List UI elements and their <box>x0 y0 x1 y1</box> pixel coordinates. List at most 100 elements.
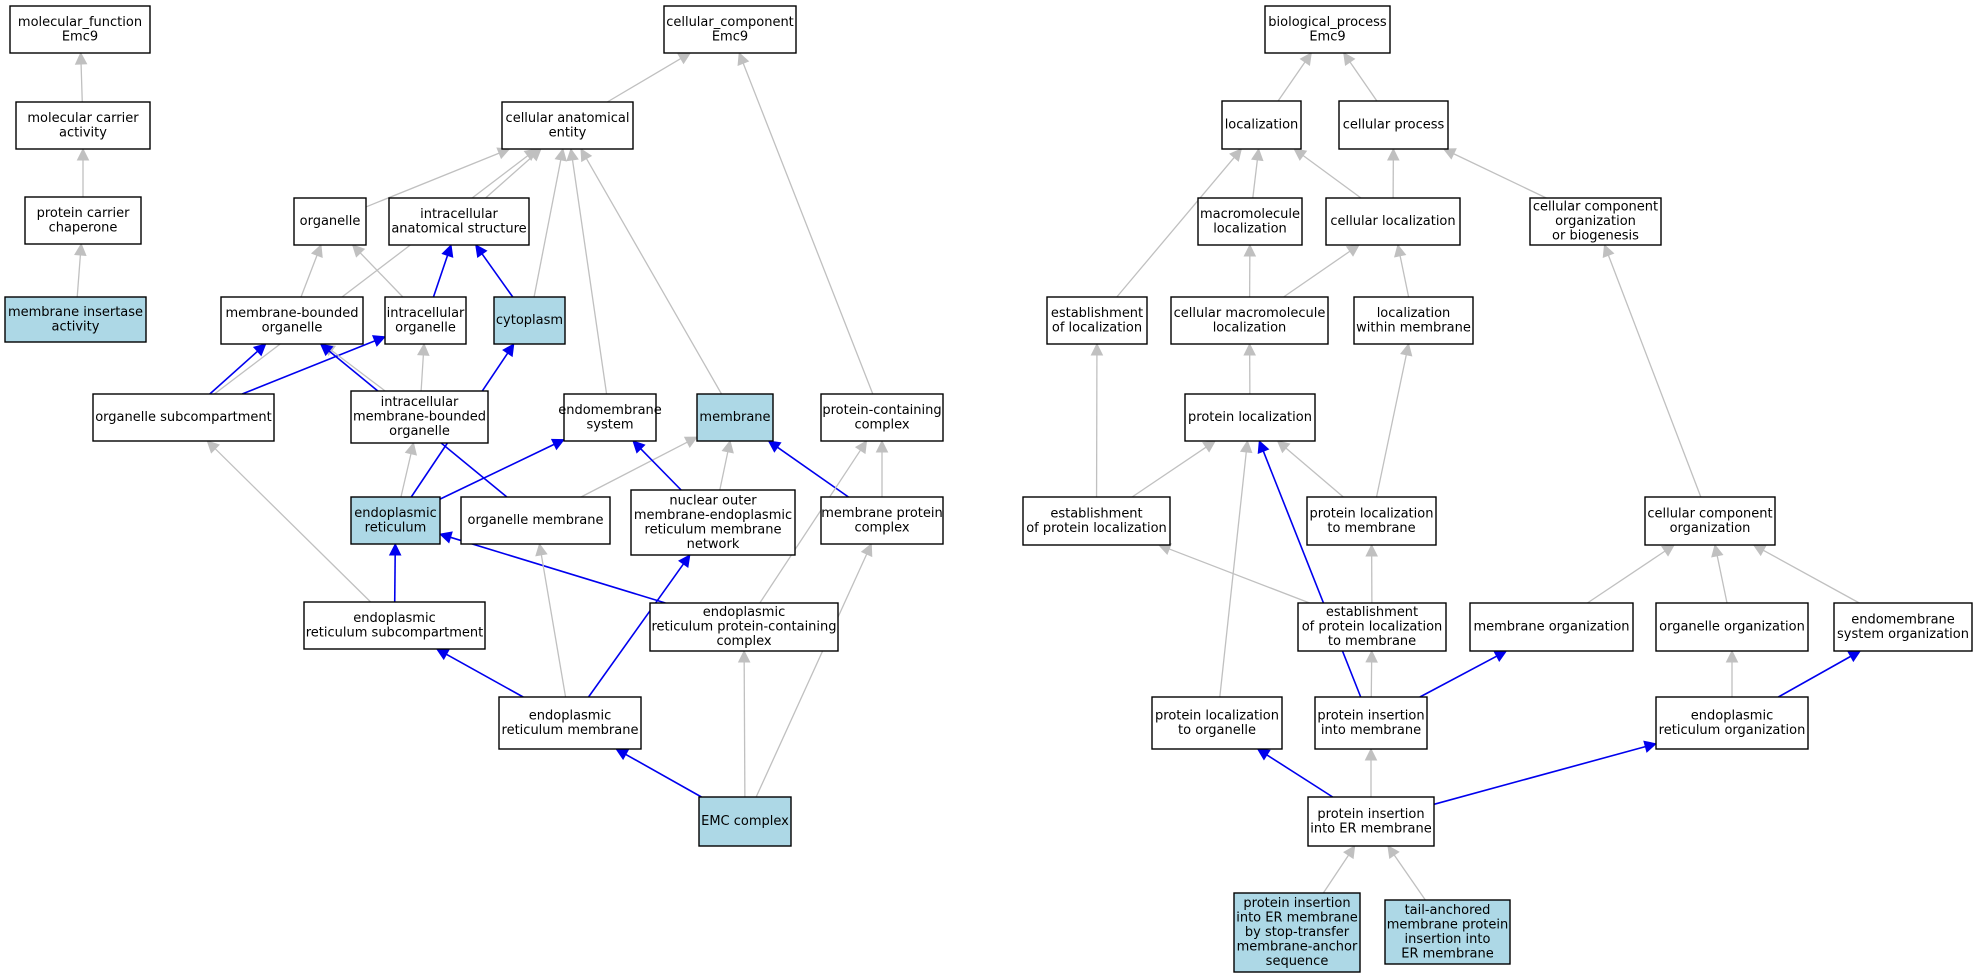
is-a-edge <box>759 440 868 604</box>
arrowhead-icon <box>737 649 751 663</box>
term-label-line: activity <box>59 125 107 140</box>
is-a-edge <box>1365 649 1378 698</box>
edge-line <box>80 63 83 103</box>
is-a-edge <box>1293 148 1362 199</box>
part-of-edge <box>1433 740 1658 806</box>
edge-line <box>625 753 702 798</box>
edge-line <box>1277 61 1306 102</box>
edge-line <box>719 451 729 491</box>
term-label-line: complex <box>854 520 909 535</box>
term-label-line: EMC complex <box>701 814 789 829</box>
term-box <box>498 696 642 750</box>
term-label-line: membrane protein <box>821 506 942 521</box>
edge-line <box>1285 447 1344 498</box>
highlighted-term-box <box>4 296 147 343</box>
go-term-node[interactable]: protein localization <box>1184 393 1316 442</box>
is-a-edge <box>566 147 608 395</box>
term-box <box>1221 100 1302 150</box>
edge-line <box>76 254 82 298</box>
term-label-line: reticulum organization <box>1659 723 1806 738</box>
go-term-node[interactable]: nuclear outermembrane-endoplasmicreticul… <box>630 489 796 556</box>
term-label-line: within membrane <box>1356 320 1471 335</box>
go-term-node[interactable]: localization <box>1221 100 1302 150</box>
arrowhead-icon <box>875 439 889 453</box>
arrowhead-icon <box>554 147 567 162</box>
term-label-line: organization <box>1670 521 1751 536</box>
go-term-node[interactable]: membrane organization <box>1469 602 1634 652</box>
arrowhead-icon <box>475 244 488 259</box>
is-a-edge <box>1131 440 1217 498</box>
term-label-line: establishment <box>1051 306 1143 321</box>
term-label-line: entity <box>549 125 587 140</box>
highlighted-term-box <box>1233 892 1361 973</box>
term-box <box>1469 602 1634 652</box>
term-box <box>1353 296 1474 345</box>
go-term-node[interactable]: cellular process <box>1338 100 1449 150</box>
term-label-line: membrane <box>699 410 770 425</box>
term-label-line: establishment <box>1326 605 1418 620</box>
edge-line <box>1433 745 1646 806</box>
go-term-node[interactable]: organelle <box>293 197 367 246</box>
edge-line <box>1266 754 1334 798</box>
arrowhead-icon <box>1365 543 1378 557</box>
arrowhead-icon <box>1365 649 1378 663</box>
term-label-line: complex <box>716 634 771 649</box>
edge-line <box>540 554 567 698</box>
term-box <box>820 496 944 545</box>
term-label-line: localization <box>1377 306 1451 321</box>
arrowhead-icon <box>1256 748 1271 761</box>
is-a-edge <box>1343 52 1378 102</box>
edge-line <box>585 158 723 395</box>
go-term-node[interactable]: cellular localization <box>1325 197 1461 246</box>
go-term-node[interactable]: membrane <box>696 393 774 442</box>
go-term-node[interactable]: organelle organization <box>1655 602 1809 652</box>
edge-line <box>359 252 404 298</box>
arrowhead-icon <box>1387 845 1400 860</box>
arrowhead-icon <box>1229 148 1243 162</box>
go-term-node[interactable]: cytoplasm <box>493 296 566 345</box>
edge-line <box>450 536 666 604</box>
edge-line <box>571 159 608 395</box>
term-box <box>220 296 364 345</box>
go-term-node[interactable]: EMC complex <box>698 796 792 847</box>
arrowhead-icon <box>737 51 750 67</box>
go-term-node[interactable]: organelle membrane <box>460 496 611 545</box>
is-a-edge <box>875 439 889 497</box>
edge-line <box>432 255 449 298</box>
go-term-node[interactable]: organelle subcompartment <box>92 393 275 442</box>
